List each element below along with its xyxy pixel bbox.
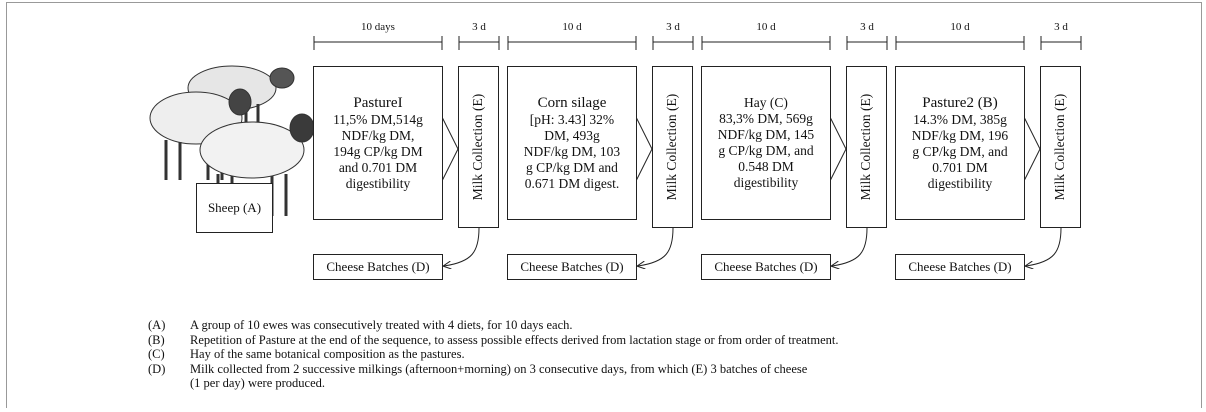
footnote-key: (B)	[148, 332, 165, 347]
diet-name: Pasture2 (B)	[922, 95, 998, 111]
footnote-text: (1 per day) were produced.	[190, 376, 326, 390]
footnotes: (A) A group of 10 ewes was consecutively…	[148, 318, 839, 391]
chevron-1	[441, 116, 459, 182]
cheese-batches-box-3: Cheese Batches (D)	[701, 254, 831, 280]
curve-arrow-4	[1026, 227, 1062, 266]
footnote-text: Milk collected from 2 successive milking…	[190, 361, 808, 376]
diet-line: NDF/kg DM, 103	[523, 144, 621, 159]
footnote-d-continued: (1 per day) were produced.	[148, 376, 839, 391]
diet-line: g CP/kg DM, and	[718, 143, 814, 158]
figure-top-border	[6, 2, 1202, 3]
footnote-c: (C) Hay of the same botanical compositio…	[148, 347, 839, 362]
cheese-batches-box-2: Cheese Batches (D)	[507, 254, 637, 280]
duration-label-7: 10 d	[950, 21, 970, 33]
footnote-key: (C)	[148, 347, 165, 361]
diet-line: 0.671 DM digest.	[524, 176, 620, 191]
figure-frame	[6, 2, 1202, 408]
diet-line: NDF/kg DM, 196	[911, 128, 1009, 143]
sheep-label-box: Sheep (A)	[196, 183, 273, 233]
diet-line: 83,3% DM, 569g	[719, 111, 813, 126]
diet-name: Corn silage	[537, 95, 607, 111]
footnote-d: (D) Milk collected from 2 successive mil…	[148, 362, 839, 377]
duration-label-2: 3 d	[472, 21, 486, 33]
timeline-brackets	[313, 36, 1082, 50]
bracket-3	[507, 36, 637, 50]
diet-line: NDF/kg DM, 145	[717, 127, 815, 142]
milk-collection-box-3: Milk Collection (E)	[846, 66, 887, 228]
bracket-2	[458, 36, 500, 50]
bracket-1	[313, 36, 443, 50]
curve-arrow-2	[638, 227, 674, 266]
diet-line: 0.548 DM	[738, 159, 794, 174]
cheese-batches-label: Cheese Batches (D)	[326, 259, 430, 274]
diet-box-hay: Hay (C) 83,3% DM, 569g NDF/kg DM, 145 g …	[701, 66, 831, 220]
bracket-6	[846, 36, 888, 50]
milk-collection-box-2: Milk Collection (E)	[652, 66, 693, 228]
diet-line: NDF/kg DM,	[341, 128, 415, 143]
footnote-key: (D)	[148, 361, 166, 376]
duration-label-1: 10 days	[361, 21, 395, 33]
milk-collection-label: Milk Collection (E)	[1052, 93, 1068, 201]
diet-line: g CP/kg DM and	[526, 160, 618, 175]
milk-collection-label: Milk Collection (E)	[664, 93, 680, 201]
chevron-2	[635, 116, 653, 182]
diet-line: 0.701 DM	[932, 160, 988, 175]
chevron-4	[1023, 116, 1041, 182]
cheese-batches-box-4: Cheese Batches (D)	[895, 254, 1025, 280]
duration-label-6: 3 d	[860, 21, 874, 33]
milk-collection-label: Milk Collection (E)	[858, 93, 874, 201]
chevron-3	[829, 116, 847, 182]
diet-line: [pH: 3.43] 32%	[529, 112, 615, 127]
diet-line: digestibility	[927, 176, 993, 191]
bracket-4	[652, 36, 694, 50]
diet-line: digestibility	[733, 175, 799, 190]
cheese-batches-label: Cheese Batches (D)	[520, 259, 624, 274]
diet-line: DM, 493g	[544, 128, 600, 143]
diet-line: digestibility	[345, 176, 411, 191]
cheese-batches-label: Cheese Batches (D)	[714, 259, 818, 274]
cheese-batches-box-1: Cheese Batches (D)	[313, 254, 443, 280]
duration-label-3: 10 d	[562, 21, 582, 33]
diet-box-pasture1: PastureI 11,5% DM,514g NDF/kg DM, 194g C…	[313, 66, 443, 220]
footnote-b: (B) Repetition of Pasture at the end of …	[148, 333, 839, 348]
diet-line: 11,5% DM,514g	[333, 112, 423, 127]
bracket-8	[1040, 36, 1082, 50]
duration-label-5: 10 d	[756, 21, 776, 33]
diet-line: 14.3% DM, 385g	[913, 112, 1007, 127]
curve-arrow-1	[444, 227, 480, 266]
diet-line: Hay (C)	[744, 95, 788, 110]
footnote-a: (A) A group of 10 ewes was consecutively…	[148, 318, 839, 333]
footnote-text: Repetition of Pasture at the end of the …	[190, 332, 839, 347]
diet-line: and 0.701 DM	[338, 160, 418, 175]
sheep-label: Sheep (A)	[207, 200, 262, 215]
milk-collection-label: Milk Collection (E)	[470, 93, 486, 201]
curve-arrow-3	[832, 227, 868, 266]
curved-arrows	[444, 227, 1062, 266]
cheese-batches-label: Cheese Batches (D)	[908, 259, 1012, 274]
diet-line: g CP/kg DM, and	[912, 144, 1008, 159]
milk-collection-box-4: Milk Collection (E)	[1040, 66, 1081, 228]
milk-collection-box-1: Milk Collection (E)	[458, 66, 499, 228]
footnote-text: A group of 10 ewes was consecutively tre…	[190, 318, 573, 332]
diet-box-corn-silage: Corn silage [pH: 3.43] 32% DM, 493g NDF/…	[507, 66, 637, 220]
bracket-5	[701, 36, 831, 50]
bracket-7	[895, 36, 1025, 50]
duration-label-8: 3 d	[1054, 21, 1068, 33]
footnote-key: (A)	[148, 318, 166, 332]
diet-name: PastureI	[353, 95, 403, 111]
diet-line: 194g CP/kg DM	[333, 144, 423, 159]
diet-box-pasture2: Pasture2 (B) 14.3% DM, 385g NDF/kg DM, 1…	[895, 66, 1025, 220]
duration-label-4: 3 d	[666, 21, 680, 33]
footnote-text: Hay of the same botanical composition as…	[190, 347, 465, 361]
sheep-illustration	[149, 65, 315, 216]
